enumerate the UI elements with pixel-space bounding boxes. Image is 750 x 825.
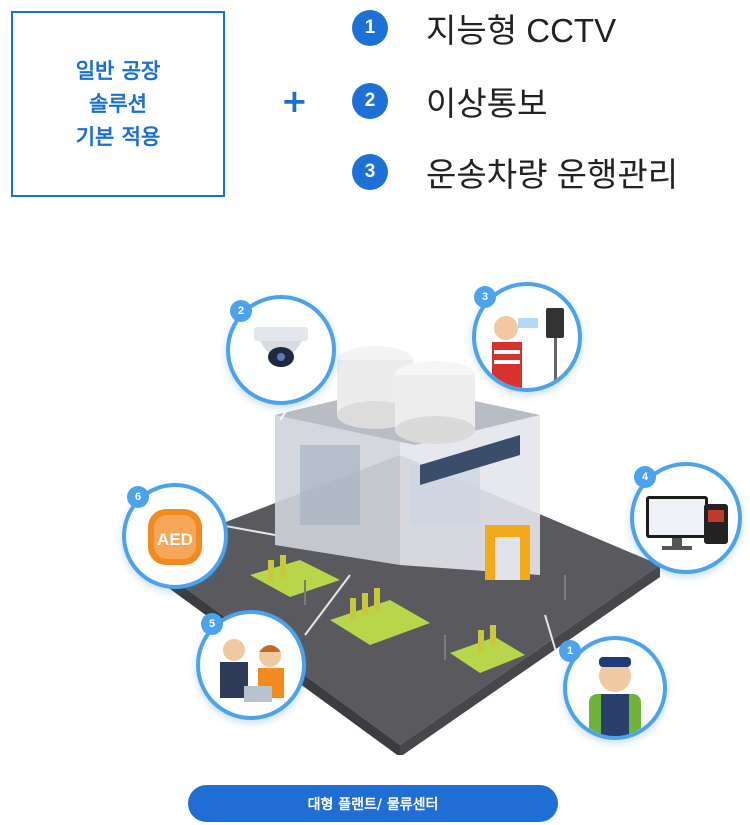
feature-number-3: 3 [352,154,388,190]
feature-number-2: 2 [352,83,388,119]
callout-kiosk [472,282,582,392]
plus-icon: + [281,82,308,120]
solar-panels [420,435,520,485]
dome-camera-icon [254,327,308,367]
callout-number-3: 3 [474,286,496,308]
security-guard-icon [589,657,641,736]
basic-line-2: 솔루션 [89,91,147,116]
feature-number-1: 1 [352,10,388,46]
office-meeting-icon [220,639,284,702]
green-plot-2 [330,600,430,645]
callout-number-1: 1 [559,640,581,662]
feature-label-1: 지능형 CCTV [426,12,617,49]
footer-label-pill: 대형 플랜트/ 물류센터 [188,785,558,822]
monitoring-terminal-icon [646,496,728,550]
basic-solution-box: 일반 공장 솔루션 기본 적용 [11,11,225,197]
basic-line-1: 일반 공장 [75,58,161,83]
green-plot-3 [450,637,525,673]
aed-label: AED [157,530,193,549]
callout-number-2: 2 [230,300,252,322]
callout-number-5: 5 [201,613,223,635]
aed-icon: AED [148,509,202,565]
feature-label-3: 운송차량 운행관리 [426,156,679,193]
feature-item-2: 2 이상통보 [352,79,547,123]
feature-label-2: 이상통보 [426,85,548,122]
callout-number-4: 4 [634,466,656,488]
basic-line-3: 기본 적용 [75,124,161,149]
thermal-scan-kiosk-icon [492,308,564,388]
callout-number-6: 6 [127,486,149,508]
feature-item-1: 1 지능형 CCTV [352,6,616,50]
feature-item-3: 3 운송차량 운행관리 [352,150,678,194]
